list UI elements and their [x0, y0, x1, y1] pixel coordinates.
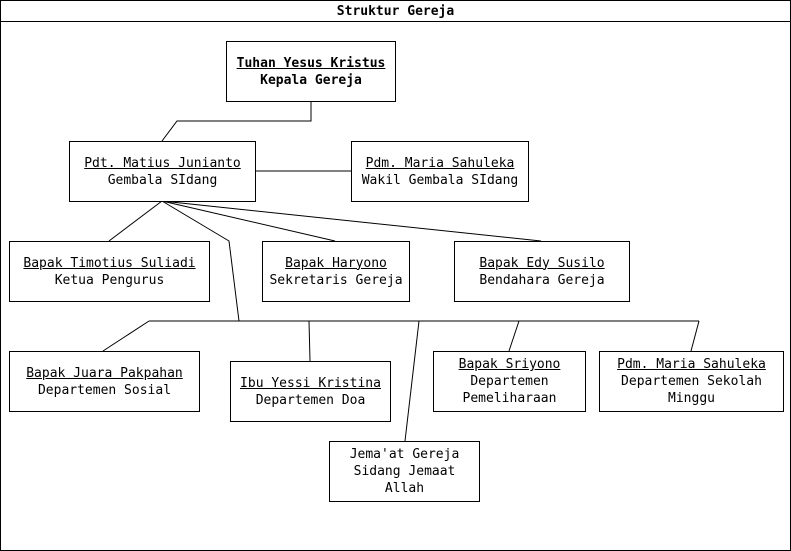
node-sekretaris-gereja-name: Bapak Haryono — [285, 255, 387, 271]
node-departemen-sosial-name: Bapak Juara Pakpahan — [26, 365, 183, 381]
node-departemen-doa[interactable]: Ibu Yessi Kristina Departemen Doa — [230, 361, 391, 422]
node-ketua-pengurus[interactable]: Bapak Timotius Suliadi Ketua Pengurus — [9, 241, 210, 302]
connector-gembala-bendahara — [161, 200, 542, 242]
node-gembala-sidang[interactable]: Pdt. Matius Junianto Gembala SIdang — [69, 141, 256, 202]
connector-bus-doa — [308, 320, 311, 362]
node-departemen-pemeliharaan[interactable]: Bapak Sriyono Departemen Pemeliharaan — [433, 351, 586, 412]
node-kepala-gereja-name: Tuhan Yesus Kristus — [236, 55, 386, 71]
connector-gembala-departments — [161, 200, 240, 322]
node-departemen-pemeliharaan-name: Bapak Sriyono — [458, 357, 561, 372]
node-bendahara-gereja-name: Bapak Edy Susilo — [479, 255, 605, 271]
diagram-title: Struktur Gereja — [1, 1, 790, 22]
node-ketua-pengurus-role: Ketua Pengurus — [54, 272, 165, 288]
node-departemen-pemeliharaan-role: Departemen Pemeliharaan — [462, 374, 557, 406]
node-departemen-sosial[interactable]: Bapak Juara Pakpahan Departemen Sosial — [9, 351, 200, 412]
node-kepala-gereja-role: Kepala Gereja — [260, 72, 362, 88]
node-wakil-gembala-name: Pdm. Maria Sahuleka — [365, 155, 515, 171]
connector-gembala-sekretaris — [161, 200, 336, 242]
connector-bus-sekolah-minggu — [690, 320, 700, 352]
connector-kepala-gembala — [161, 101, 312, 142]
connector-bus-sosial — [102, 320, 150, 352]
connector-bus-jemaat — [404, 320, 420, 442]
node-gembala-sidang-name: Pdt. Matius Junianto — [84, 155, 241, 171]
node-departemen-sekolah-minggu-name: Pdm. Maria Sahuleka — [617, 357, 766, 372]
node-departemen-sekolah-minggu[interactable]: Pdm. Maria Sahuleka Departemen Sekolah M… — [599, 351, 784, 412]
node-gembala-sidang-role: Gembala SIdang — [107, 172, 218, 188]
node-departemen-sekolah-minggu-role: Departemen Sekolah Minggu — [621, 374, 762, 406]
node-ketua-pengurus-name: Bapak Timotius Suliadi — [23, 255, 196, 271]
node-departemen-doa-name: Ibu Yessi Kristina — [240, 375, 381, 391]
node-bendahara-gereja-role: Bendahara Gereja — [479, 272, 605, 288]
node-bendahara-gereja[interactable]: Bapak Edy Susilo Bendahara Gereja — [454, 241, 630, 302]
node-sekretaris-gereja[interactable]: Bapak Haryono Sekretaris Gereja — [262, 241, 410, 302]
connector-gembala-ketua — [108, 200, 163, 242]
node-kepala-gereja[interactable]: Tuhan Yesus Kristus Kepala Gereja — [226, 41, 396, 102]
node-sekretaris-gereja-role: Sekretaris Gereja — [269, 272, 403, 288]
connector-bus-pemeliharaan — [508, 320, 520, 352]
node-wakil-gembala-role: Wakil Gembala SIdang — [361, 172, 519, 188]
node-departemen-sosial-role: Departemen Sosial — [37, 382, 172, 398]
node-jemaat-gereja[interactable]: Jema'at Gereja Sidang Jemaat Allah — [329, 441, 480, 502]
node-jemaat-gereja-name: Jema'at Gereja Sidang Jemaat Allah — [349, 447, 460, 496]
node-wakil-gembala[interactable]: Pdm. Maria Sahuleka Wakil Gembala SIdang — [351, 141, 529, 202]
node-departemen-doa-role: Departemen Doa — [255, 392, 366, 408]
